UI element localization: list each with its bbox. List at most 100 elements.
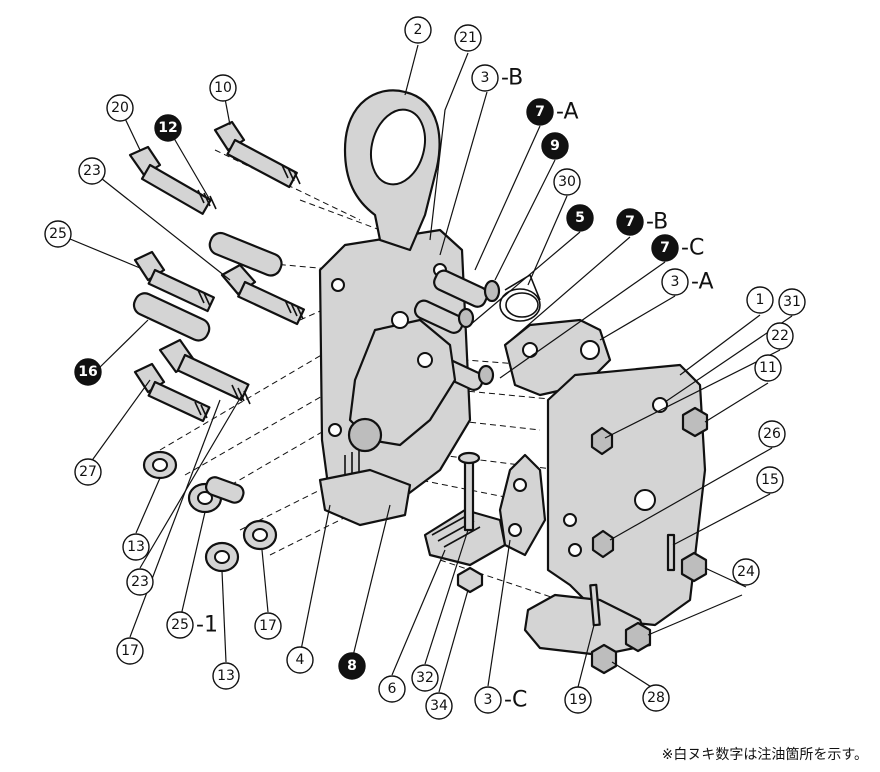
callout-number: 6 bbox=[388, 681, 397, 697]
plate-hole bbox=[522, 342, 538, 358]
callout-27: 27 bbox=[74, 458, 102, 486]
callout-bubble bbox=[338, 652, 366, 680]
bolt-20 bbox=[128, 145, 217, 215]
callout-bubble bbox=[74, 358, 102, 386]
callout-bubble bbox=[454, 24, 482, 52]
callout-3-b: 3-B bbox=[471, 64, 523, 92]
callout-bubble bbox=[74, 458, 102, 486]
callout-number: 19 bbox=[569, 692, 587, 708]
callout-number: 23 bbox=[131, 574, 149, 590]
callout-number: 9 bbox=[550, 138, 560, 154]
callout-12: 12 bbox=[154, 114, 182, 142]
callout-31: 31 bbox=[778, 288, 806, 316]
callout-4: 4 bbox=[286, 646, 314, 674]
nut-26 bbox=[591, 529, 615, 559]
callout-number: 28 bbox=[647, 690, 665, 706]
callout-5: 5 bbox=[566, 204, 594, 232]
callout-23: 23 bbox=[126, 568, 154, 596]
callout-bubble bbox=[126, 568, 154, 596]
pad-bolt-head bbox=[457, 451, 481, 465]
cam-link bbox=[348, 318, 457, 447]
callout-bubble bbox=[566, 204, 594, 232]
callout-6: 6 bbox=[378, 675, 406, 703]
callout-bubble bbox=[404, 16, 432, 44]
callout-22: 22 bbox=[766, 322, 794, 350]
link-hole bbox=[391, 311, 409, 329]
callout-17: 17 bbox=[254, 612, 282, 640]
callout-34: 34 bbox=[425, 692, 453, 720]
callout-bubble bbox=[778, 288, 806, 316]
callout-bubble bbox=[106, 94, 134, 122]
callout-bubble bbox=[661, 268, 689, 296]
callout-24: 24 bbox=[732, 558, 760, 586]
callout-32: 32 bbox=[411, 664, 439, 692]
callout-number: 31 bbox=[783, 294, 801, 310]
plate-hole bbox=[568, 543, 582, 557]
callout-number: 24 bbox=[737, 564, 755, 580]
callout-number: 17 bbox=[259, 618, 277, 634]
callout-26: 26 bbox=[758, 420, 786, 448]
plate-hole bbox=[331, 278, 345, 292]
callout-number: 23 bbox=[83, 163, 101, 179]
callout-bubble bbox=[378, 675, 406, 703]
callout-number: 13 bbox=[127, 539, 145, 555]
pin-19 bbox=[589, 583, 601, 627]
callout-bubble bbox=[758, 420, 786, 448]
callout-bubble bbox=[212, 662, 240, 690]
callout-number: 32 bbox=[416, 670, 434, 686]
callout-bubble bbox=[642, 684, 670, 712]
bolt-23-lower bbox=[158, 338, 251, 405]
cam-3c bbox=[498, 453, 547, 557]
cam-hole bbox=[508, 523, 522, 537]
callout-bubble bbox=[756, 466, 784, 494]
callout-number: 26 bbox=[763, 426, 781, 442]
nut-24 bbox=[680, 551, 708, 583]
callout-17: 17 bbox=[116, 637, 144, 665]
callout-13: 13 bbox=[122, 533, 150, 561]
callout-bubble bbox=[471, 64, 499, 92]
nut-34 bbox=[456, 566, 484, 594]
callout-bubble bbox=[254, 612, 282, 640]
callout-suffix: -A bbox=[556, 100, 579, 125]
callout-10: 10 bbox=[209, 74, 237, 102]
side-plate-front bbox=[546, 363, 707, 627]
callout-number: 22 bbox=[771, 328, 789, 344]
callout-number: 15 bbox=[761, 472, 779, 488]
nut-24b bbox=[624, 621, 652, 653]
bolt-23-upper bbox=[220, 263, 306, 326]
callout-suffix: -B bbox=[501, 66, 523, 91]
lubrication-note: ※白ヌキ数字は注油箇所を示す。 bbox=[661, 747, 868, 763]
callout-number: 7 bbox=[660, 240, 670, 256]
callout-number: 7 bbox=[535, 104, 545, 120]
callout-7-b: 7-B bbox=[616, 208, 668, 236]
callout-bubble bbox=[286, 646, 314, 674]
callout-bubble bbox=[116, 637, 144, 665]
callout-number: 11 bbox=[759, 360, 777, 376]
callout-9: 9 bbox=[541, 132, 569, 160]
bolt-25 bbox=[133, 250, 216, 313]
bolt-27 bbox=[133, 362, 211, 423]
plate-hole bbox=[634, 489, 656, 511]
callout-suffix: -C bbox=[681, 236, 704, 261]
callout-7-c: 7 -C bbox=[651, 234, 704, 262]
callout-number: 21 bbox=[459, 30, 477, 46]
callout-number: 8 bbox=[347, 658, 357, 674]
callout-19: 19 bbox=[564, 686, 592, 714]
collar-13-lower bbox=[204, 541, 240, 573]
callout-bubble bbox=[425, 692, 453, 720]
callout-bubble bbox=[541, 132, 569, 160]
callout-bubble bbox=[766, 322, 794, 350]
link-boss bbox=[347, 417, 383, 453]
callout-20: 20 bbox=[106, 94, 134, 122]
callout-21: 21 bbox=[454, 24, 482, 52]
cam-hole bbox=[513, 478, 527, 492]
callout-bubble bbox=[474, 686, 502, 714]
collar-13-upper bbox=[142, 450, 178, 480]
pad-bolt bbox=[463, 458, 475, 532]
callout-bubble bbox=[553, 168, 581, 196]
callout-bubble bbox=[732, 558, 760, 586]
pin-15 bbox=[666, 533, 676, 572]
sleeve-25-1 bbox=[204, 476, 245, 504]
callout-13: 13 bbox=[212, 662, 240, 690]
